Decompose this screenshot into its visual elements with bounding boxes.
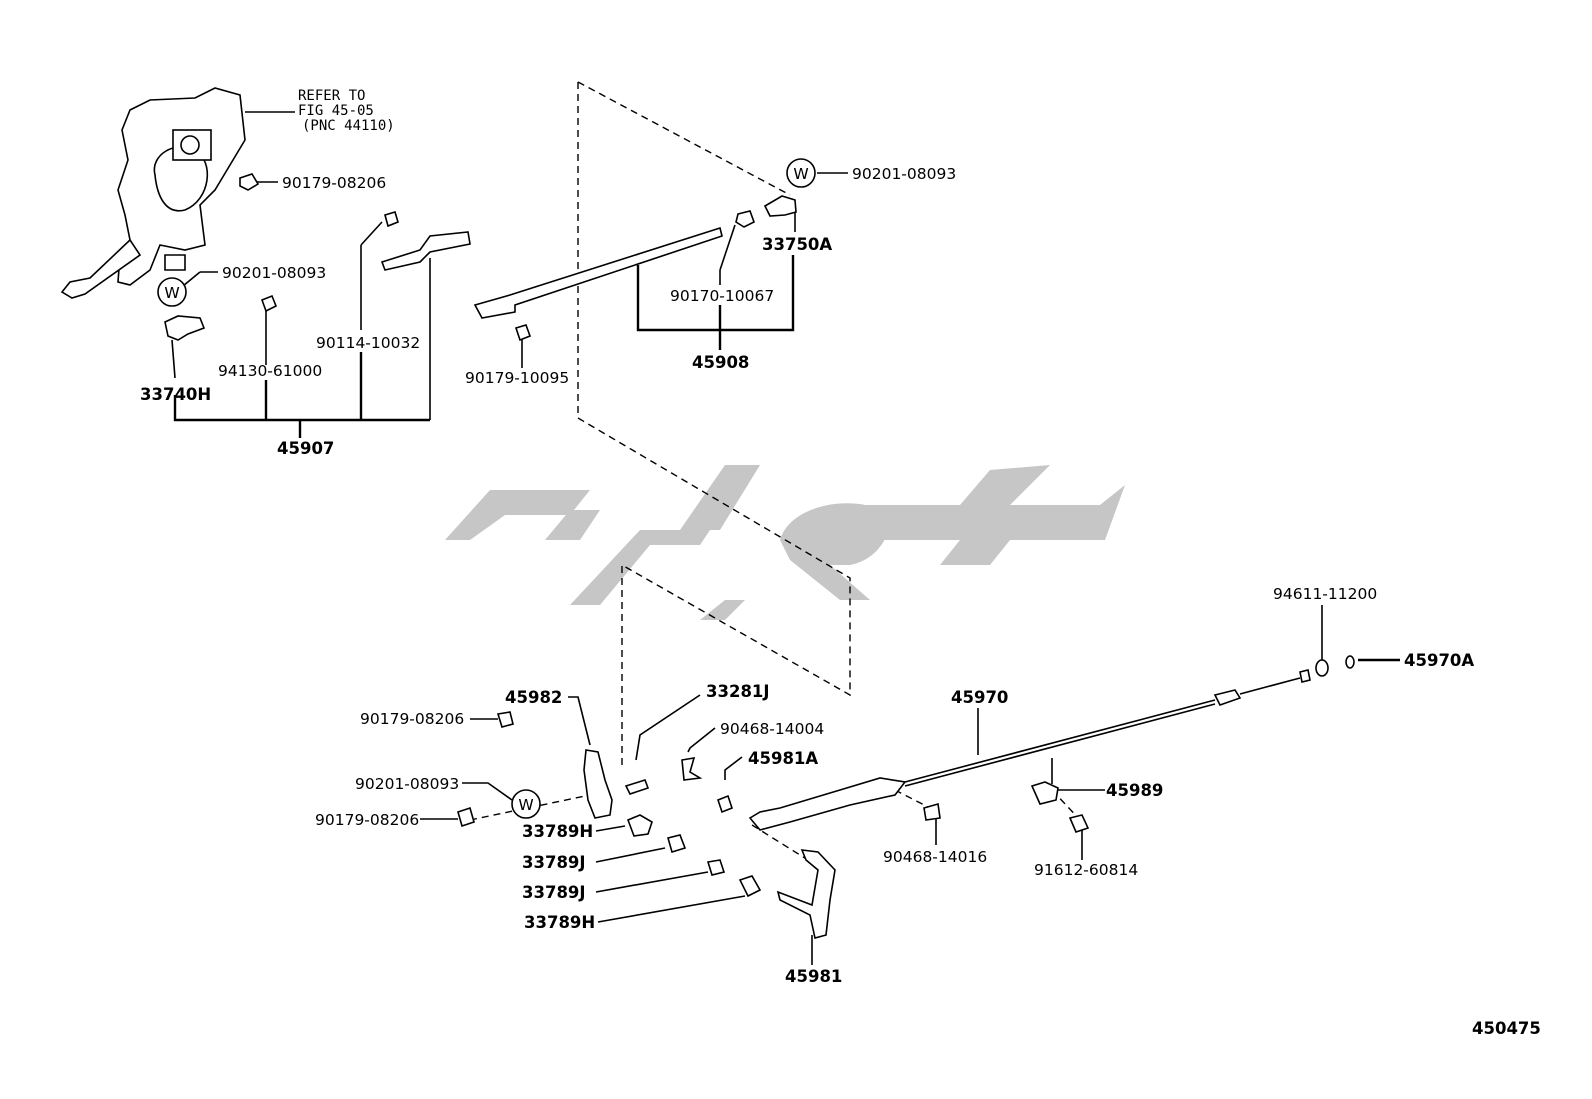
label-33789J-b: 33789J [522,883,586,902]
label-90179-08206-low: 90179-08206 [315,811,419,829]
label-90179-08206-mid: 90179-08206 [360,710,464,728]
lower-linkage [457,711,836,939]
refer-note-line2: FIG 45-05 [298,103,374,119]
label-33789H-b: 33789H [524,913,595,932]
washer-w-bottom: W [518,796,533,814]
label-33750A: 33750A [762,235,832,254]
label-45907: 45907 [277,439,334,458]
label-90201-08093-left: 90201-08093 [222,264,326,282]
label-94130-61000: 94130-61000 [218,362,322,380]
label-90179-10095: 90179-10095 [465,369,569,387]
label-33789H-a: 33789H [522,822,593,841]
label-45970: 45970 [951,688,1008,707]
washer-w-icon-bottom [511,789,541,819]
washer-w-icon-top-left [157,277,187,307]
label-91612-60814: 91612-60814 [1034,861,1138,879]
label-33740H: 33740H [140,385,211,404]
label-45982: 45982 [505,688,562,707]
washer-marks: W W W [157,158,816,819]
figure-number: 450475 [1472,1019,1541,1038]
cable-assembly [748,655,1355,833]
label-94611-11200: 94611-11200 [1273,585,1377,603]
label-90201-08093-bottom: 90201-08093 [355,775,459,793]
refer-note-line1: REFER TO [298,88,365,104]
label-90468-14004: 90468-14004 [720,720,824,738]
label-45981: 45981 [785,967,842,986]
label-90468-14016: 90468-14016 [883,848,987,866]
tie-rod-upper [473,195,797,342]
label-45981A: 45981A [748,749,818,768]
leader-lines [171,111,1400,965]
washer-w-top-right: W [793,165,808,183]
label-33281J: 33281J [706,682,770,701]
refer-note-line3: (PNC 44110) [302,118,395,134]
label-45989: 45989 [1106,781,1163,800]
label-45908: 45908 [692,353,749,372]
label-45970A: 45970A [1404,651,1474,670]
small-parts-topleft [164,173,471,341]
washer-w-icon-top-right [786,158,816,188]
label-90201-08093-top: 90201-08093 [852,165,956,183]
part-labels: REFER TO FIG 45-05 (PNC 44110) 90179-082… [140,88,1541,1038]
label-90114-10032: 90114-10032 [316,334,420,352]
steering-housing [60,87,246,299]
washer-w-top-left: W [164,284,179,302]
label-90170-10067: 90170-10067 [670,287,774,305]
label-90179-08206-top: 90179-08206 [282,174,386,192]
watermark-logo [445,465,1125,620]
label-33789J-a: 33789J [522,853,586,872]
